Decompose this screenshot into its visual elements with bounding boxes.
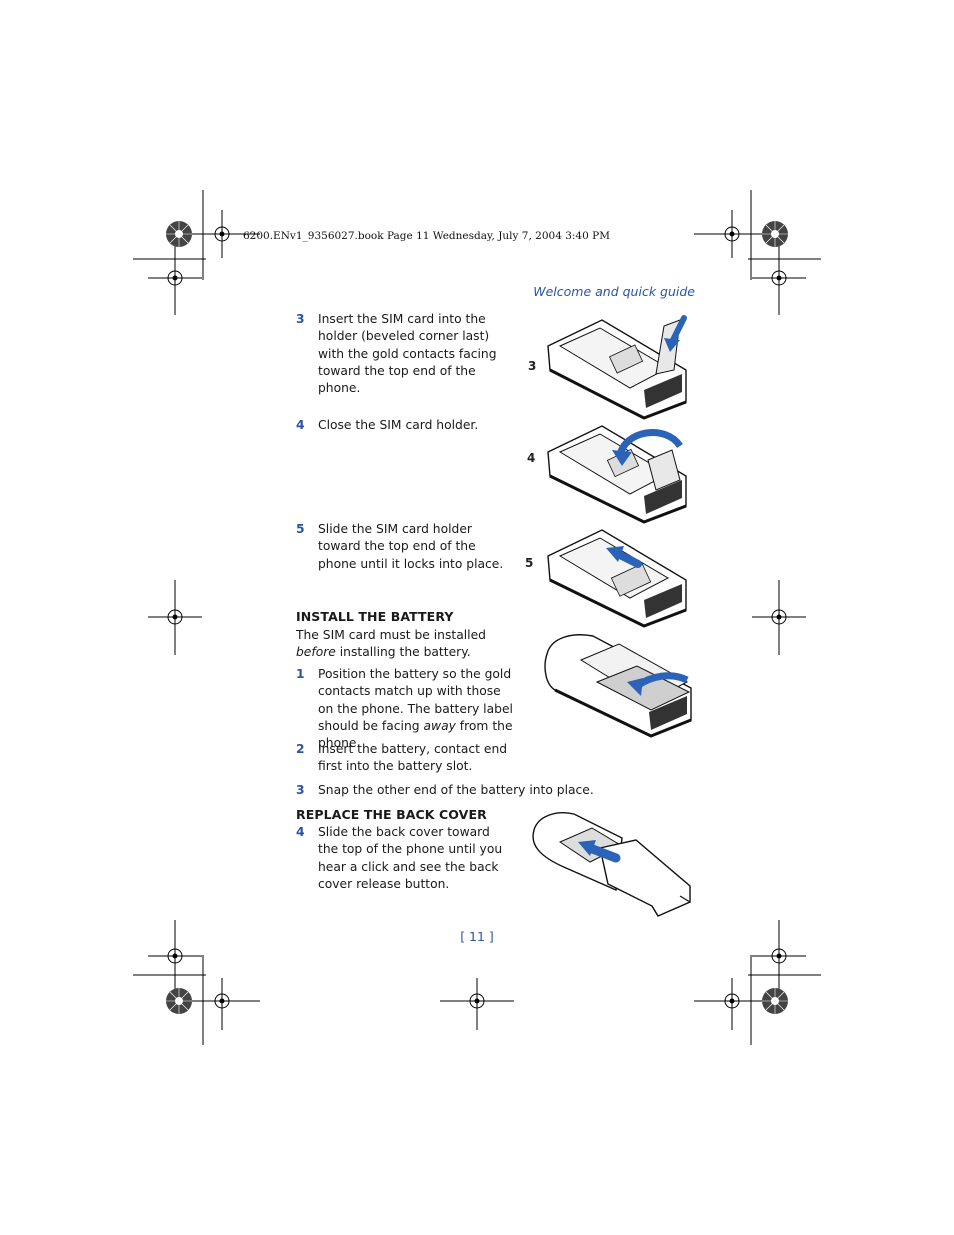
- figure-label-3: 3: [528, 359, 537, 373]
- step-number: 3: [296, 312, 305, 326]
- install-battery-heading: INSTALL THE BATTERY: [296, 609, 454, 624]
- battery-step-3: 3 Snap the other end of the battery into…: [296, 782, 626, 799]
- print-slug: 6200.ENv1_9356027.book Page 11 Wednesday…: [243, 230, 610, 242]
- sim-insert-illustration: [547, 315, 687, 420]
- step-number: 4: [296, 418, 305, 432]
- step-number: 1: [296, 667, 305, 681]
- step-text: Slide the SIM card holder toward the top…: [318, 522, 504, 571]
- step-number: 4: [296, 825, 305, 839]
- battery-step-2: 2 Insert the battery, contact end first …: [296, 741, 516, 776]
- cover-step-4: 4 Slide the back cover toward the top of…: [296, 824, 508, 893]
- figure-label-5: 5: [525, 556, 534, 570]
- step-text: Close the SIM card holder.: [318, 418, 479, 432]
- step-number: 5: [296, 522, 305, 536]
- step-text: Snap the other end of the battery into p…: [318, 783, 594, 797]
- sim-step-5: 5 Slide the SIM card holder toward the t…: [296, 521, 508, 573]
- step-number: 3: [296, 783, 305, 797]
- battery-step-1: 1 Position the battery so the gold conta…: [296, 666, 516, 752]
- step-text: Slide the back cover toward the top of t…: [318, 825, 503, 891]
- running-head: Welcome and quick guide: [533, 284, 695, 299]
- page-number: [ 11 ]: [460, 929, 494, 944]
- step-text: Insert the battery, contact end first in…: [318, 742, 508, 774]
- sim-lock-illustration: [547, 529, 687, 628]
- sim-step-3: 3 Insert the SIM card into the holder (b…: [296, 311, 516, 397]
- step-number: 2: [296, 742, 305, 756]
- battery-illustration: [544, 634, 692, 738]
- step-text: Insert the SIM card into the holder (bev…: [318, 312, 497, 396]
- back-cover-illustration: [532, 812, 691, 917]
- sim-close-illustration: [547, 425, 687, 524]
- figure-label-4: 4: [527, 451, 536, 465]
- step-text: Position the battery so the gold contact…: [318, 667, 513, 751]
- sim-step-4: 4 Close the SIM card holder.: [296, 417, 516, 434]
- battery-intro: The SIM card must be installed before in…: [296, 628, 486, 660]
- replace-cover-heading: REPLACE THE BACK COVER: [296, 807, 487, 822]
